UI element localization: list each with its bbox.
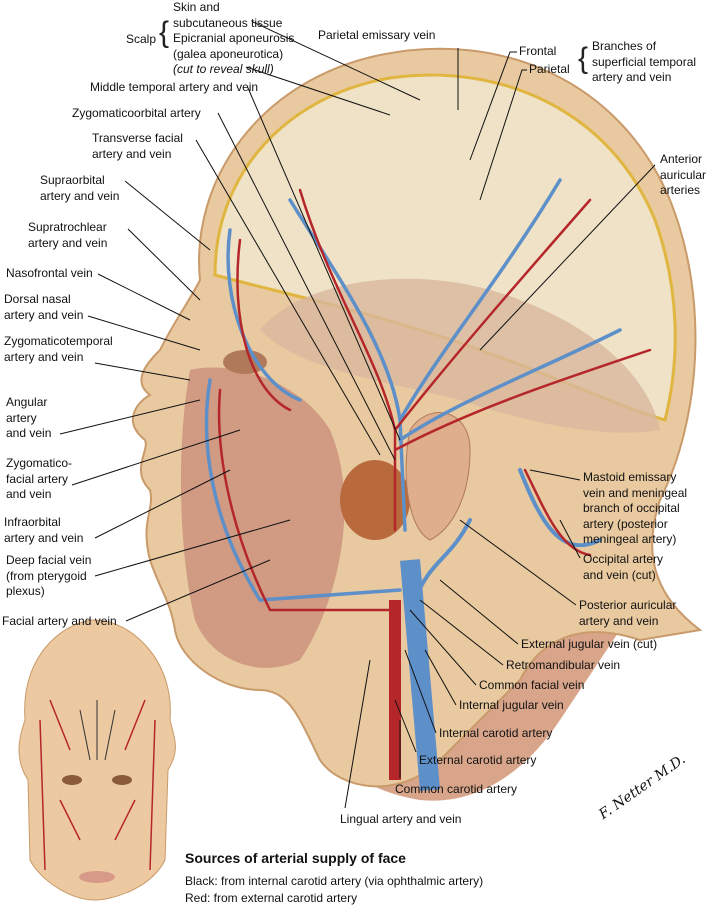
parietal-label: Parietal <box>529 62 570 76</box>
black-note: Black: from internal carotid artery (via… <box>185 874 484 888</box>
scalp-layers-label: Skin and subcutaneous tissue Epicranial … <box>173 0 295 76</box>
scalp-brace: { <box>159 16 170 49</box>
scalp-label: Scalp <box>126 32 157 46</box>
ear <box>405 412 471 541</box>
middle-temporal-label: Middle temporal artery and vein <box>90 80 259 94</box>
common-carotid-label: Common carotid artery <box>395 782 518 796</box>
common-facial-label: Common facial vein <box>479 678 585 692</box>
lingual-label: Lingual artery and vein <box>340 812 462 826</box>
internal-carotid-label: Internal carotid artery <box>439 726 553 740</box>
inset-face <box>18 619 176 901</box>
parietal-emissary-vein-label: Parietal emissary vein <box>318 28 436 42</box>
red-note: Red: from external carotid artery <box>185 891 358 905</box>
eye <box>223 350 267 374</box>
superficial-temporal-artery <box>217 188 652 612</box>
superficial-temporal-label: Branches of superficial temporal artery … <box>592 39 697 84</box>
inset-title: Sources of arterial supply of face <box>185 850 406 866</box>
internal-jugular-label: Internal jugular vein <box>459 698 564 712</box>
nasofrontal-label: Nasofrontal vein <box>6 266 93 280</box>
leader-lines <box>59 21 656 809</box>
external-carotid-label: External carotid artery <box>419 753 537 767</box>
occipital-vessels <box>413 468 602 602</box>
facial-muscles <box>180 367 345 668</box>
superficial-temporal-vein <box>204 178 622 602</box>
retromandibular-label: Retromandibular vein <box>506 658 621 672</box>
external-jugular-label: External jugular vein (cut) <box>521 637 658 651</box>
internal-jugular-vein <box>400 559 440 791</box>
frontal-label: Frontal <box>519 44 557 58</box>
temporal-brace: { <box>578 42 589 75</box>
zygomaticoorbital-label: Zygomaticoorbital artery <box>72 106 201 120</box>
parotid-gland <box>340 460 410 540</box>
facial-artery-label: Facial artery and vein <box>2 614 117 628</box>
occipital-artery <box>523 468 592 557</box>
